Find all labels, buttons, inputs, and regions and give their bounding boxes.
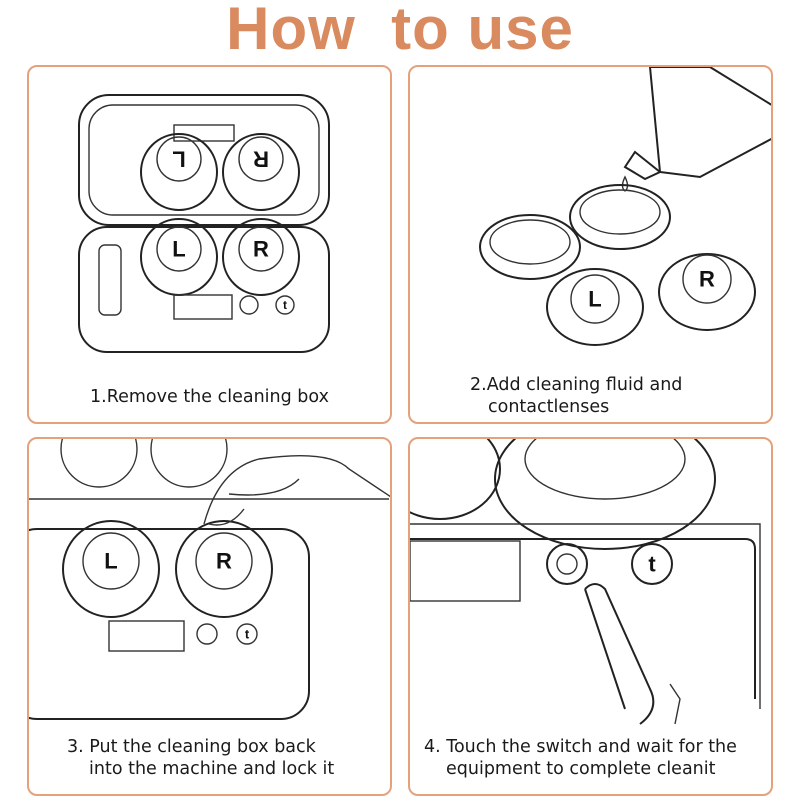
step-3-illustration: L R t (29, 439, 390, 720)
step-1-caption-line: 1.Remove the cleaning box (90, 387, 329, 407)
cap-right-label: R (699, 267, 715, 292)
step-4-panel: t 4. Touch the switch and wait for the e… (408, 437, 773, 796)
timer-button-glyph: t (648, 552, 656, 577)
box-timer-glyph: t (245, 627, 250, 642)
step-4-caption-line-1: 4. Touch the switch and wait for the (424, 737, 737, 757)
base-lens-right-label: R (253, 237, 269, 262)
step-1-panel: L R L R t 1.Remove the cleaning box (27, 65, 392, 424)
step-4-caption: 4. Touch the switch and wait for the equ… (424, 736, 771, 780)
page-title: How to use (226, 0, 574, 62)
step-4-illustration: t (410, 439, 761, 725)
cap-left-label: L (588, 287, 601, 312)
step-1-caption: 1.Remove the cleaning box (29, 386, 390, 408)
step-2-panel: L R 2.Add cleaning fluid and contactlens… (408, 65, 773, 424)
lid-lens-left-label: L (172, 147, 185, 172)
box-lens-right-label: R (216, 549, 232, 574)
step-2-caption-line-1: 2.Add cleaning fluid and (470, 375, 683, 395)
step-3-panel: L R t 3. Put the cleaning box back into … (27, 437, 392, 796)
step-2-caption-line-2: contactlenses (488, 397, 610, 417)
timer-glyph: t (283, 298, 287, 312)
step-4-caption-line-2: equipment to complete cleanit (446, 759, 716, 779)
step-2-caption: 2.Add cleaning fluid and contactlenses (470, 374, 771, 418)
base-lens-left-label: L (172, 237, 185, 262)
step-3-caption-line-2: into the machine and lock it (89, 759, 335, 779)
lid-lens-right-label: R (253, 147, 269, 172)
step-3-caption: 3. Put the cleaning box back into the ma… (67, 736, 390, 780)
box-lens-left-label: L (104, 549, 117, 574)
step-2-illustration: L R (479, 67, 771, 346)
step-3-caption-line-1: 3. Put the cleaning box back (67, 737, 316, 757)
step-1-illustration: L R L R t (78, 94, 330, 353)
